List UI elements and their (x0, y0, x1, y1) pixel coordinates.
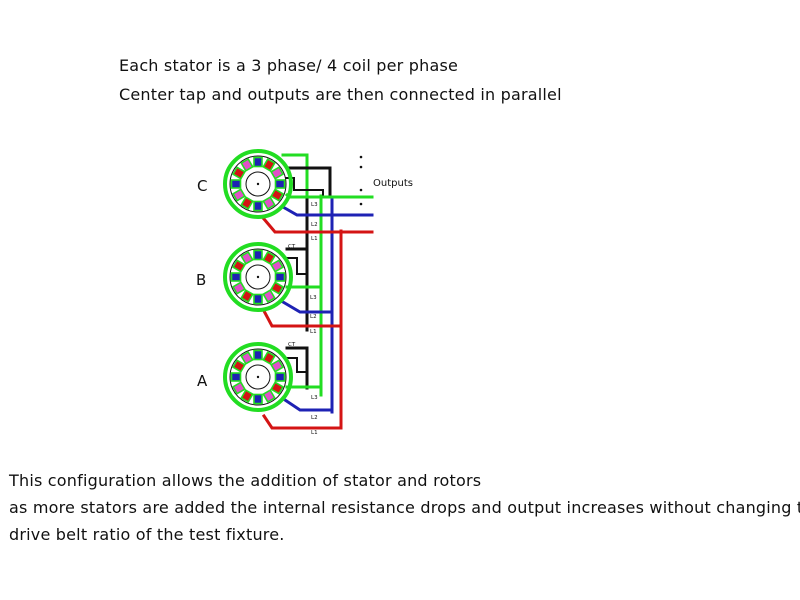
coil-0 (253, 156, 263, 168)
coil-3 (274, 179, 286, 189)
coil-7 (240, 196, 254, 211)
coil-10 (231, 166, 246, 180)
coil-7 (240, 389, 254, 404)
coil-5 (262, 389, 276, 404)
red-lead-a (261, 413, 343, 430)
rotor-center (256, 375, 260, 379)
terminal-dot (359, 188, 363, 192)
stator-a (223, 342, 293, 412)
stator-c (223, 149, 293, 219)
wire-label-ct-a: CT (288, 342, 296, 348)
blue-lead-b (280, 299, 334, 314)
wire-label-l2-a: L2 (311, 415, 318, 421)
coil-2 (270, 259, 285, 273)
black-link-a (286, 357, 308, 373)
coil-10 (231, 359, 246, 373)
black-center-tap-a (285, 346, 309, 390)
wire-label-l1-b: L1 (310, 329, 317, 335)
coil-8 (231, 381, 246, 395)
coil-2 (270, 359, 285, 373)
stator-label-a: A (197, 372, 208, 390)
black-link-b (286, 257, 308, 275)
coil-8 (231, 281, 246, 295)
blue-output (280, 204, 374, 217)
coil-0 (253, 349, 263, 361)
footer-line-1: This configuration allows the addition o… (9, 471, 482, 490)
coil-10 (231, 259, 246, 273)
coil-11 (240, 350, 254, 365)
wire-label-l3-a: L3 (311, 395, 318, 401)
terminal-dot (359, 155, 363, 159)
rotor-center (256, 182, 260, 186)
coil-9 (230, 372, 242, 382)
coil-8 (231, 188, 246, 202)
coil-9 (230, 179, 242, 189)
coil-0 (253, 249, 263, 261)
coil-1 (262, 250, 276, 265)
rotor-center (256, 275, 260, 279)
coil-6 (253, 393, 263, 405)
coil-3 (274, 372, 286, 382)
red-lead-b (261, 308, 343, 328)
footer-line-2: as more stators are added the internal r… (9, 498, 800, 517)
coil-11 (240, 157, 254, 172)
wire-label-l3-b: L3 (310, 295, 317, 301)
stator-outer-ring (223, 149, 293, 219)
coil-4 (270, 188, 285, 202)
terminal-dot (359, 202, 363, 206)
wire-label-l3-c: L3 (311, 202, 318, 208)
stator-label-b: B (196, 271, 206, 289)
outputs-label: Outputs (373, 178, 413, 189)
black-center-tap-b (285, 247, 309, 291)
coil-11 (240, 250, 254, 265)
wire-label-l1-a: L1 (311, 430, 318, 436)
coil-4 (270, 381, 285, 395)
wiring (261, 153, 374, 430)
coil-2 (270, 166, 285, 180)
coil-1 (262, 350, 276, 365)
wire-label-l2-c: L2 (311, 222, 318, 228)
stator-outer-ring (223, 242, 293, 312)
coil-6 (253, 200, 263, 212)
stator-outer-ring (223, 342, 293, 412)
coil-7 (240, 289, 254, 304)
coil-3 (274, 272, 286, 282)
footer-line-3: drive belt ratio of the test fixture. (9, 525, 285, 544)
green-lead-c (281, 153, 309, 199)
blue-lead-a (282, 397, 334, 412)
stator-b (223, 242, 293, 312)
coil-9 (230, 272, 242, 282)
coil-1 (262, 157, 276, 172)
description-line-1: Each stator is a 3 phase/ 4 coil per pha… (119, 56, 459, 75)
coil-6 (253, 293, 263, 305)
red-output (261, 216, 374, 234)
stators (223, 149, 293, 412)
coil-5 (262, 196, 276, 211)
wire-label-l2-b: L2 (310, 314, 317, 320)
wire-label-ct-b: CT (288, 244, 296, 250)
stator-label-c: C (197, 177, 207, 195)
coil-4 (270, 281, 285, 295)
terminal-dot (359, 165, 363, 169)
wire-label-l1-c: L1 (311, 236, 318, 242)
description-line-2: Center tap and outputs are then connecte… (119, 85, 562, 104)
coil-5 (262, 289, 276, 304)
